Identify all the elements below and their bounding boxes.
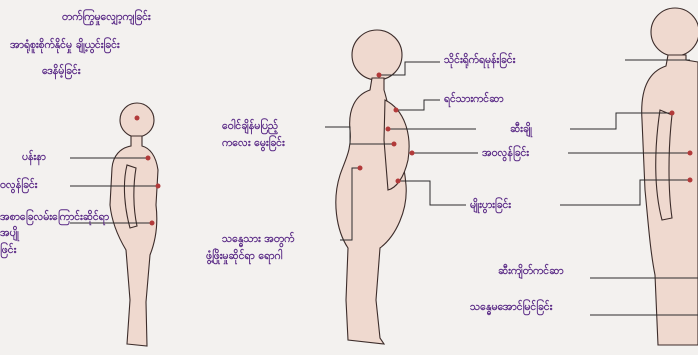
label-child-obesity: ဝလွန်ခြင်း [0, 178, 37, 193]
label-digestive-2: အပျို [0, 226, 19, 241]
pregnant-figure [336, 30, 409, 344]
label-fetal: သန္ဓေသား အတွက် [222, 232, 294, 247]
label-breast-cancer: ရင်သားကင်ဆာ [444, 92, 504, 107]
label-adult-obesity: အဝလွန်ခြင်း [482, 146, 529, 161]
label-reduced-activity: တက်ကြွမှုလျှော့ကျခြင်း [62, 10, 151, 25]
label-attention-deficit: အာရုံစူးစိုက်နိုင်မှု ချို့ယွင်းခြင်း [10, 38, 120, 53]
label-fetal-2: ဖွံ့ဖြိုးမှုဆိုင်ရာ ရောဂါ [206, 249, 282, 264]
label-prostate-cancer: ဆီးကျိတ်ကင်ဆာ [498, 264, 564, 279]
man-figure [642, 8, 698, 345]
label-diabetes: ဆီးချို [510, 122, 532, 137]
label-asthma: ပန်းနာ [22, 150, 46, 165]
label-infertility: သန္ဓေမအောင်မြင်ခြင်း [470, 300, 552, 315]
label-preterm-2: ကလေး မွေးခြင်း [222, 136, 285, 151]
label-low-self-esteem: ဒေနိမ့်ခြင်း [42, 64, 80, 79]
label-digestive: အစာခြေလမ်းကြောင်းဆိုင်ရာ [0, 210, 109, 225]
label-reproduction: မျိုးပွားခြင်း [470, 198, 511, 213]
label-sleep-apnea: သိုင်းရိုက်ရမုန်းခြင်း [444, 53, 515, 68]
label-preterm: ဝေါင်ချိန်မပြည့် [222, 119, 278, 134]
label-digestive-3: ဖြင်း [0, 243, 16, 258]
